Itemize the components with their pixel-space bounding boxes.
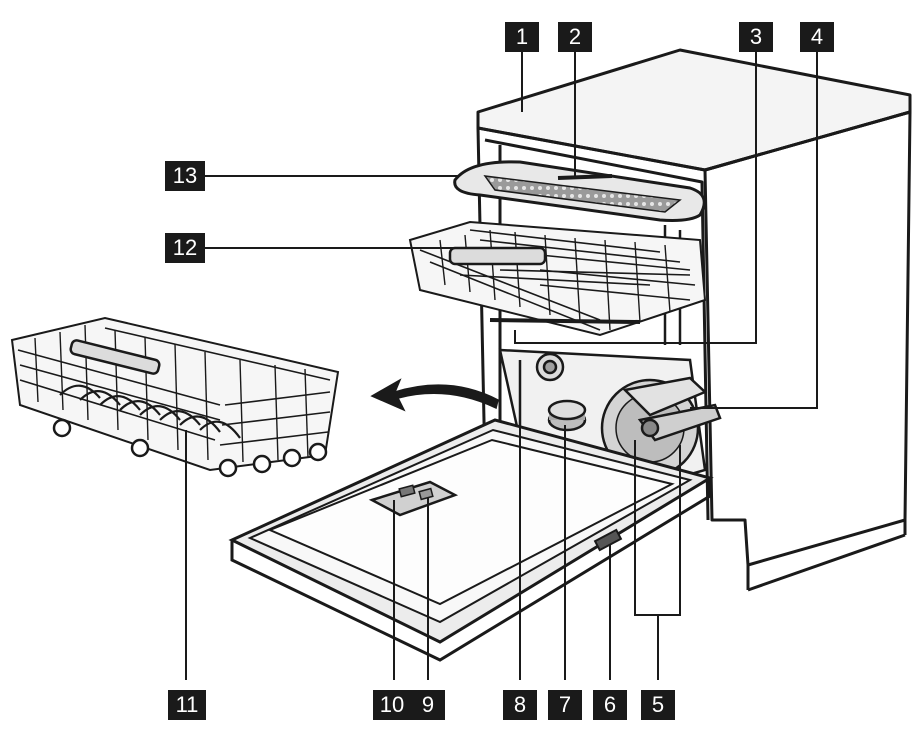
callout-7: 7 [548,690,582,720]
cabinet-side-panel [703,110,912,567]
callout-label: 13 [172,163,198,188]
callout-11: 11 [168,690,206,720]
callout-label: 6 [603,692,617,717]
callout-label: 8 [513,692,527,717]
remove-basket-arrow [370,378,499,412]
callout-2: 2 [558,22,592,52]
leader-5 [634,440,659,680]
callout-label: 5 [651,692,665,717]
callout-13: 13 [165,161,205,191]
callout-label: 10 [379,692,405,717]
callout-5: 5 [641,690,675,720]
leader-lines [185,52,818,680]
detergent-dispenser [368,480,459,517]
leader-3 [514,52,757,344]
callout-label: 7 [558,692,572,717]
lower-basket [10,316,340,478]
upper-basket [408,220,707,337]
callout-label: 2 [568,24,582,49]
callout-4: 4 [800,22,834,52]
callout-label: 12 [172,235,198,260]
callout-label: 11 [175,692,199,717]
leader-4 [690,52,818,409]
callout-label: 3 [749,24,763,49]
door-latch [593,528,623,552]
callout-label: 9 [421,692,435,717]
callout-8: 8 [503,690,537,720]
callout-label: 4 [810,24,824,49]
salt-container-cap [547,399,587,432]
callout-9: 9 [411,690,445,720]
open-door [228,418,714,662]
callout-3: 3 [739,22,773,52]
cutlery-tray [453,160,706,222]
callout-6: 6 [593,690,627,720]
callout-1: 1 [505,22,539,52]
callout-10: 10 [373,690,411,720]
callout-label: 1 [515,24,529,49]
spray-arm [600,376,722,478]
leader-5b [658,445,681,616]
top-spray-connector [535,352,565,382]
callout-12: 12 [165,233,205,263]
